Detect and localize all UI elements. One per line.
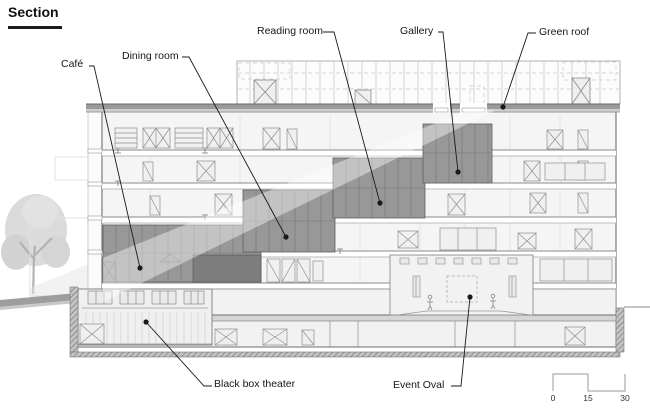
- facade-symbols: [102, 127, 613, 316]
- page-title: Section: [8, 4, 59, 20]
- label-black-box-theater: Black box theater: [214, 378, 296, 390]
- person-figure: [490, 293, 496, 310]
- black-box-theater: [77, 288, 213, 346]
- label-green-roof: Green roof: [539, 26, 590, 38]
- scale-tick-30: 30: [620, 393, 630, 403]
- label-dining-room: Dining room: [122, 50, 179, 62]
- light-beam: [103, 110, 496, 302]
- event-oval-space: [389, 254, 534, 316]
- cafe-room: [102, 224, 262, 283]
- label-cafe: Café: [61, 58, 84, 70]
- ground-strip: [0, 292, 88, 310]
- green-roof-band: [86, 103, 620, 113]
- reading-room: [332, 157, 426, 219]
- label-gallery: Gallery: [400, 25, 434, 37]
- leader-dots: [137, 104, 506, 325]
- title-underline: [8, 26, 62, 29]
- basement: [69, 254, 625, 358]
- scale-tick-0: 0: [550, 393, 556, 403]
- retaining-walls: [69, 286, 625, 358]
- label-event-oval: Event Oval: [393, 379, 445, 391]
- shaded-rooms: [102, 123, 493, 283]
- dining-room: [242, 189, 336, 253]
- roof-elevator-shafts: [253, 77, 591, 105]
- leader-lines: [89, 31, 536, 387]
- scale-tick-15: 15: [583, 393, 593, 403]
- person-figure: [427, 294, 433, 311]
- tree-graphic: [1, 194, 70, 295]
- rooftop-pavilion: [236, 60, 621, 105]
- scale-bar: [552, 373, 626, 392]
- label-reading-room: Reading room: [257, 25, 323, 37]
